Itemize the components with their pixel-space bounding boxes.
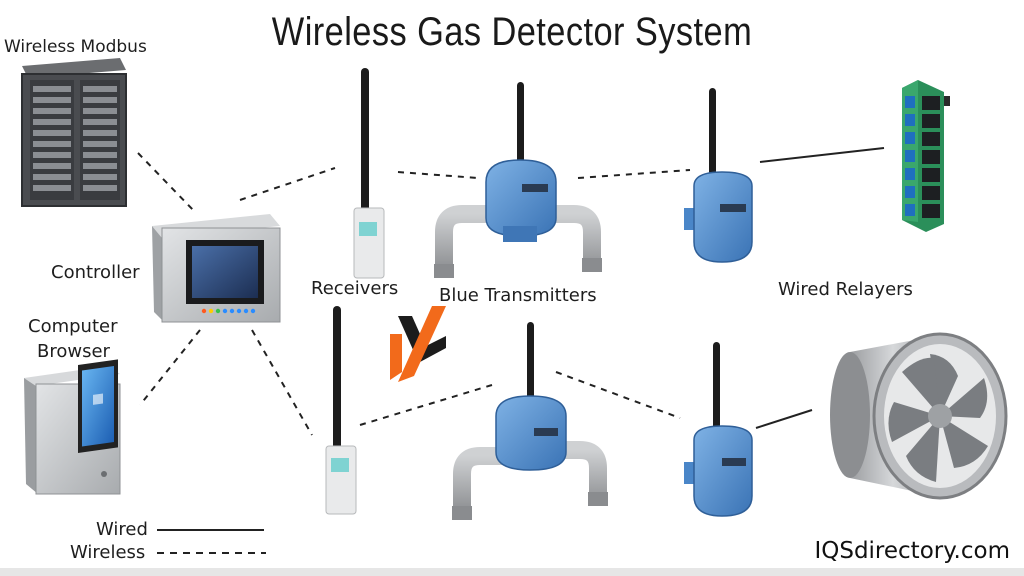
link-receiver1-transmitter1 — [397, 171, 479, 179]
label-receivers: Receivers — [311, 278, 399, 299]
server-rack-icon — [21, 58, 127, 207]
connection-lines — [137, 147, 885, 436]
relayer-transmitter-icon — [684, 342, 753, 517]
label-computer: Computer — [28, 316, 118, 337]
link-transmitter2-relayer2 — [555, 371, 681, 419]
link-receiver2-transmitter2 — [359, 384, 493, 426]
relayer-transmitter-icon — [684, 88, 753, 263]
legend-wired-label: Wired — [96, 519, 148, 540]
computer-kiosk-icon — [24, 359, 121, 495]
blue-transmitter-icon — [452, 322, 608, 520]
link-controller-computer — [139, 329, 201, 406]
label-browser: Browser — [37, 341, 110, 362]
controller-panel-icon — [152, 214, 281, 323]
wire-relayer1-board — [759, 147, 885, 163]
link-controller-receiver1 — [239, 167, 336, 201]
label-wired-relayers: Wired Relayers — [778, 279, 913, 300]
wire-relayer2-fan — [755, 409, 813, 429]
relay-board-icon — [902, 80, 950, 232]
brand-logo-icon — [390, 306, 446, 382]
link-controller-receiver2 — [251, 329, 313, 436]
diagram-title: Wireless Gas Detector System — [271, 10, 753, 54]
receiver-icon — [353, 68, 385, 279]
axial-fan-icon — [830, 332, 1008, 500]
label-wireless-modbus: Wireless Modbus — [4, 37, 147, 57]
link-modbus-controller — [137, 152, 197, 214]
footer-bar — [0, 568, 1024, 576]
label-controller: Controller — [51, 262, 140, 283]
link-transmitter1-relayer1 — [577, 169, 691, 179]
blue-transmitter-icon — [434, 82, 602, 278]
label-blue-transmitters: Blue Transmitters — [439, 285, 597, 306]
legend-wireless-label: Wireless — [70, 542, 146, 563]
brand-wordmark: IQSdirectory.com — [814, 538, 1010, 564]
receiver-icon — [325, 306, 357, 515]
